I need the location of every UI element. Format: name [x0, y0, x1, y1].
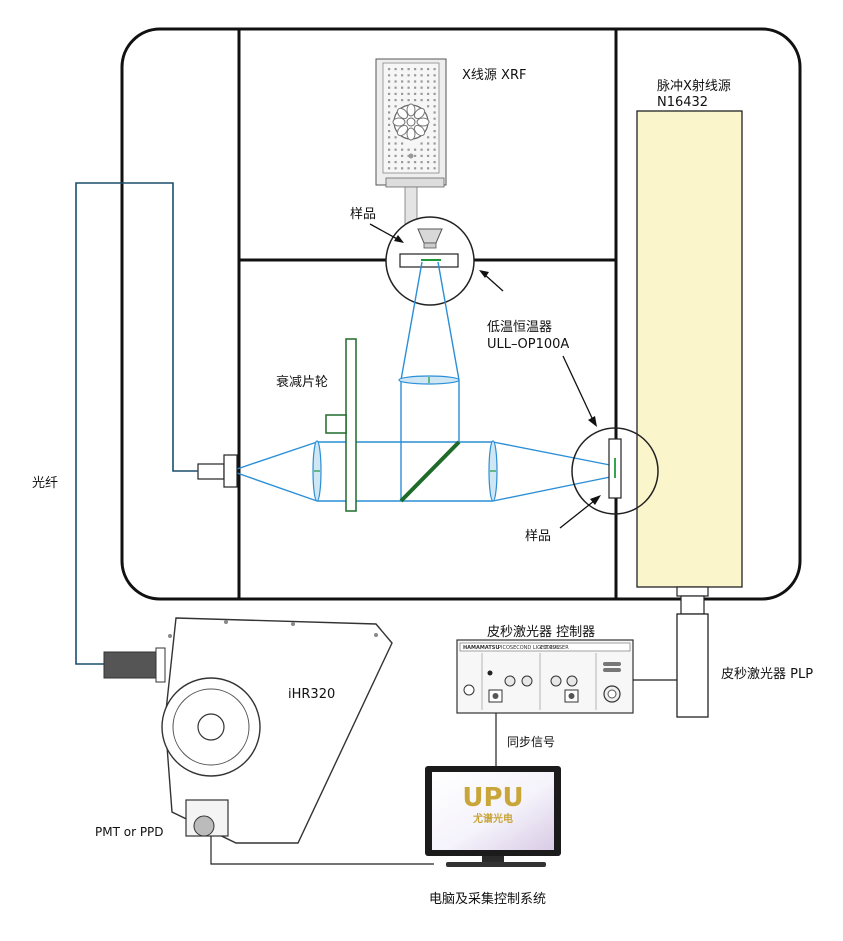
ps-laser-controller-label: 皮秒激光器 控制器	[487, 625, 595, 640]
lens-right	[488, 440, 498, 502]
attenuator-wheel-label: 衰减片轮	[276, 374, 328, 390]
pulsed-xray-label-1: 脉冲X射线源	[657, 78, 731, 94]
controller-brand: HAMAMATSU	[463, 645, 499, 651]
optical-fiber-label: 光纤	[32, 476, 58, 491]
monitor-logo-main: UPU	[462, 783, 523, 813]
knob-4	[566, 675, 578, 687]
dichroic-mirror	[399, 440, 461, 503]
optical-fiber	[75, 182, 198, 665]
ps-laser-head	[676, 586, 709, 718]
sample-bottom-label: 样品	[525, 529, 551, 544]
controller-model: C10196	[540, 645, 559, 651]
detector-cable	[210, 836, 434, 865]
knob-2	[521, 675, 533, 687]
knob-1	[504, 675, 516, 687]
xray-source-label: X线源 XRF	[462, 68, 526, 83]
cryostat-side	[571, 427, 659, 515]
controller-subtitle: PICOSECOND LIGHT PULSER	[498, 645, 569, 651]
pc-monitor: UPU 尤谱光电	[425, 766, 561, 867]
sample-top-label: 样品	[350, 207, 376, 222]
spectrometer-label: iHR320	[288, 687, 335, 702]
sample-chamber-top	[385, 216, 475, 306]
cryostat-label-2: ULL–OP100A	[487, 337, 569, 352]
pc-system-label: 电脑及采集控制系统	[429, 891, 546, 907]
detector-label: PMT or PPD	[95, 825, 164, 839]
attenuator-wheel	[325, 338, 357, 512]
power-switch	[463, 684, 475, 696]
pulsed-xray-label-2: N16432	[657, 95, 708, 110]
knob-3	[550, 675, 562, 687]
fiber-coupler	[197, 454, 238, 488]
vent-grid	[388, 68, 436, 170]
ps-laser-controller: HAMAMATSU PICOSECOND LIGHT PULSER C10196	[456, 639, 634, 714]
sync-signal-label: 同步信号	[507, 735, 555, 749]
cryostat-label-1: 低温恒温器	[487, 320, 552, 335]
spectrometer	[103, 617, 393, 844]
monitor-logo-sub: 尤谱光电	[473, 812, 513, 825]
xray-source	[375, 58, 447, 226]
ps-laser-plp-label: 皮秒激光器 PLP	[721, 667, 813, 682]
beam-paths	[236, 261, 616, 502]
pulsed-xray-source	[636, 110, 743, 588]
lens-left	[312, 440, 322, 502]
lens-upper	[398, 375, 460, 385]
